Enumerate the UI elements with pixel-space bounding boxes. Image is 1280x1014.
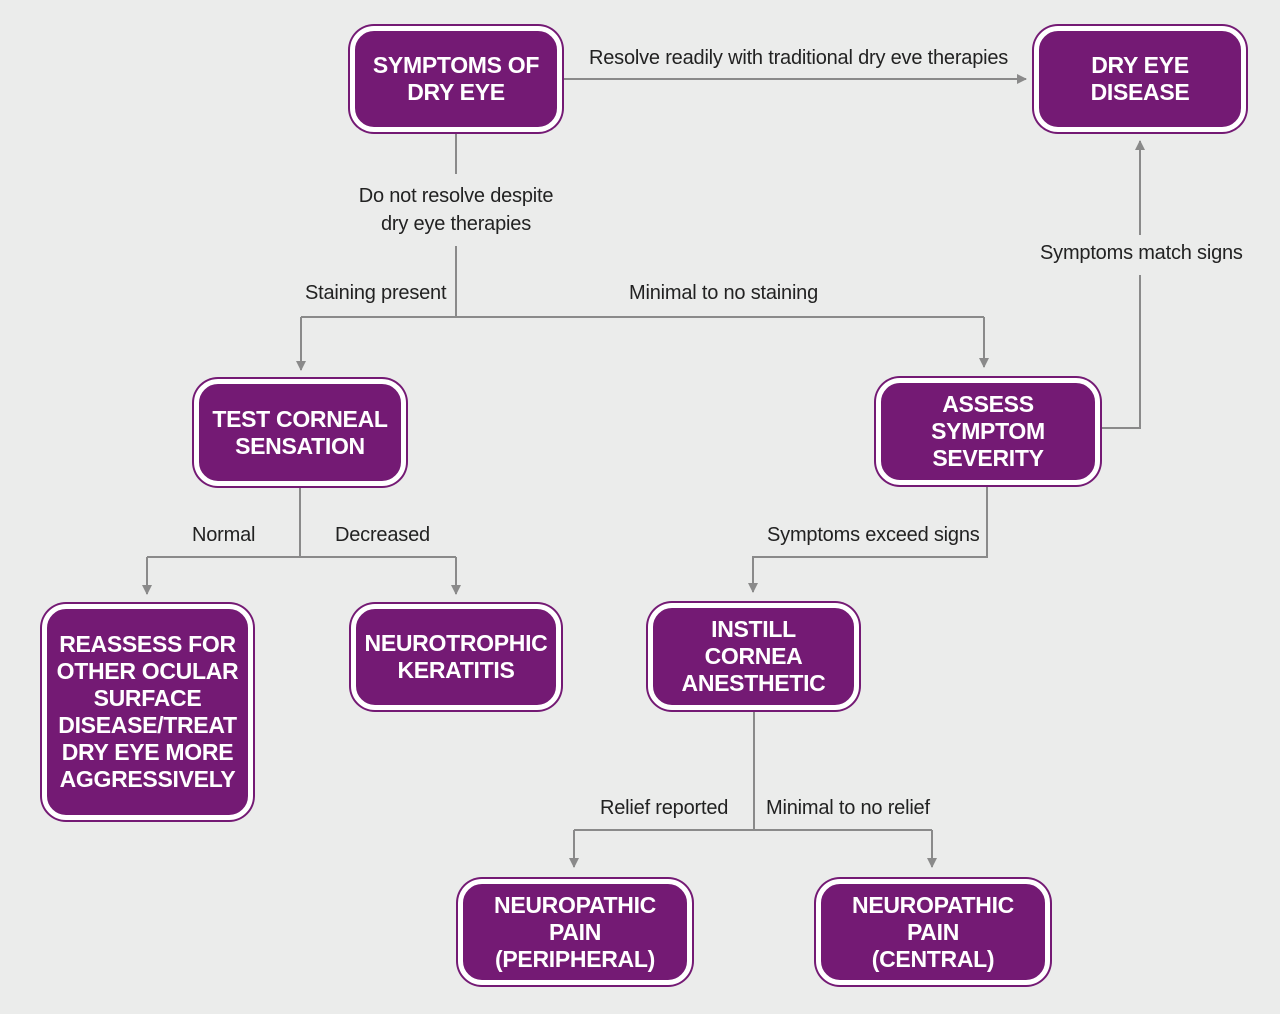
- edge-symptoms-match: [1102, 275, 1141, 429]
- node-test-corneal-sensation: TEST CORNEAL SENSATION: [194, 379, 406, 486]
- node-instill-cornea-anesthetic: INSTILL CORNEA ANESTHETIC: [648, 603, 859, 710]
- node-assess-symptom-severity: ASSESS SYMPTOM SEVERITY: [876, 378, 1100, 485]
- node-neuropathic-pain-peripheral: NEUROPATHIC PAIN (PERIPHERAL): [458, 879, 692, 985]
- node-dry-eye-disease: DRY EYE DISEASE: [1034, 26, 1246, 132]
- label-do-not-resolve: Do not resolve despite dry eye therapies: [358, 185, 554, 235]
- label-normal: Normal: [192, 524, 256, 546]
- node-symptoms-of-dry-eye: SYMPTOMS OF DRY EYE: [350, 26, 562, 132]
- node-reassess: REASSESS FOR OTHER OCULAR SURFACE DISEAS…: [42, 604, 253, 820]
- label-staining-present: Staining present: [305, 282, 447, 304]
- label-minimal-staining: Minimal to no staining: [629, 282, 819, 304]
- edge-symptoms-exceed: [748, 487, 988, 593]
- node-neurotrophic-keratitis: NEUROTROPHIC KERATITIS: [351, 604, 561, 710]
- label-decreased: Decreased: [335, 524, 430, 546]
- label-symptoms-exceed: Symptoms exceed signs: [767, 524, 980, 546]
- node-neuropathic-pain-central: NEUROPATHIC PAIN (CENTRAL): [816, 879, 1050, 985]
- label-relief-reported: Relief reported: [600, 797, 729, 819]
- label-minimal-relief: Minimal to no relief: [766, 797, 930, 819]
- label-resolve-readily: Resolve readily with traditional dry eve…: [589, 47, 1009, 69]
- label-symptoms-match: Symptoms match signs: [1040, 242, 1243, 264]
